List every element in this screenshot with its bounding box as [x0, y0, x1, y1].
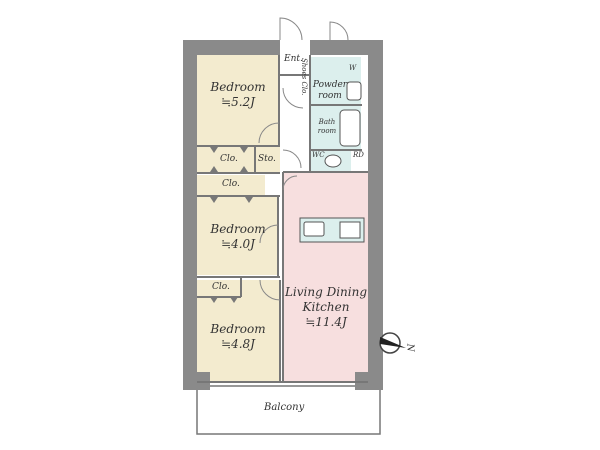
- bedroom-3-label: Bedroom≒4.8J: [208, 322, 268, 352]
- room-name-2: room: [317, 126, 337, 135]
- compass-icon: [379, 332, 406, 354]
- balcony-label: Balcony: [264, 402, 305, 413]
- compass-label: N: [404, 343, 415, 352]
- room-name-2: Kitchen: [302, 300, 350, 314]
- ldk-fill: [284, 173, 368, 382]
- room-size: ≒11.4J: [305, 315, 347, 329]
- washer-label: W: [349, 64, 357, 72]
- room-name-2: room: [318, 91, 342, 102]
- room-size: ≒5.2J: [221, 95, 255, 109]
- bedroom-1-label: Bedroom≒5.2J: [208, 80, 268, 110]
- closet-2-label: Clo.: [222, 179, 240, 189]
- wash-basin: [346, 81, 362, 101]
- entrance-label: Ent.: [284, 54, 303, 64]
- room-name: Powder: [312, 80, 348, 90]
- stove: [339, 221, 361, 239]
- wc-label: WC: [312, 151, 325, 159]
- storage-label: Sto.: [258, 154, 276, 164]
- room-size: ≒4.0J: [221, 237, 255, 251]
- bedroom-2-fill: [197, 197, 277, 275]
- balcony-area: [196, 385, 381, 435]
- shoes-closet-label: Shoes Clo.: [300, 58, 308, 96]
- room-name: Living Dining: [284, 285, 368, 299]
- closet-1-label: Clo.: [220, 154, 238, 164]
- closet-row-fill: [197, 147, 280, 172]
- room-size: ≒4.8J: [221, 337, 255, 351]
- bedroom-2-label: Bedroom≒4.0J: [208, 222, 268, 252]
- room-name: Bedroom: [210, 80, 266, 94]
- rd-label: RD: [353, 151, 364, 159]
- room-name: Bath: [318, 118, 336, 126]
- closet-row-2-fill: [197, 175, 265, 195]
- bathtub: [339, 109, 361, 147]
- bedroom-1-fill: [197, 55, 279, 145]
- room-name: Bedroom: [210, 322, 266, 336]
- room-name: Bedroom: [210, 222, 266, 236]
- closet-3-label: Clo.: [212, 282, 230, 292]
- toilet: [324, 154, 342, 168]
- kitchen-sink: [303, 221, 325, 237]
